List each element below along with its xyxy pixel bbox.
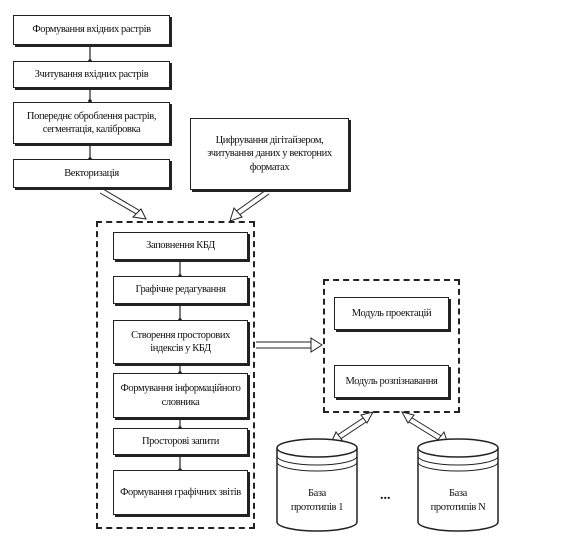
step-label: Попереднє оброблення растрів, сегментаці… (26, 110, 157, 135)
core-label: Графічне редагування (135, 284, 226, 296)
step-label: Цифрування дігітайзером, зчитування дани… (207, 135, 332, 173)
core-graphic-reports: Формування графічних звітів (113, 470, 248, 515)
core-group (96, 221, 255, 529)
arrow-core-to-modules (256, 337, 323, 353)
module-label: Модуль проектацій (351, 307, 432, 319)
core-label: Просторові запити (141, 435, 220, 447)
ellipsis: ... (380, 488, 391, 503)
core-label: Створення просторових індексів у КБД (131, 329, 230, 354)
database-1-cylinder (276, 438, 358, 532)
step-form-input-rasters: Формування вхідних растрів (13, 15, 170, 45)
database-1-label: База прототипів 1 (290, 488, 344, 513)
database-n-label: База прототипів N (430, 488, 486, 513)
module-projections: Модуль проектацій (334, 297, 449, 330)
core-info-dictionary: Формування інформаційного словника (113, 373, 248, 418)
step-read-input-rasters: Зчитування вхідних растрів (13, 61, 170, 88)
core-label: Формування графічних звітів (120, 486, 241, 498)
core-fill-kbd: Заповнення КБД (113, 232, 248, 260)
step-label: Формування вхідних растрів (32, 24, 151, 36)
arrow-digitizing-to-core (229, 189, 270, 222)
core-label: Формування інформаційного словника (120, 383, 241, 408)
core-spatial-queries: Просторові запити (113, 428, 248, 455)
core-graphic-editing: Графічне редагування (113, 276, 248, 304)
module-label: Модуль розпізнавання (345, 375, 438, 387)
core-spatial-indexes: Створення просторових індексів у КБД (113, 320, 248, 364)
step-digitizing: Цифрування дігітайзером, зчитування дани… (190, 118, 349, 190)
step-preprocessing: Попереднє оброблення растрів, сегментаці… (13, 102, 170, 144)
core-label: Заповнення КБД (146, 240, 215, 252)
database-n-cylinder (417, 438, 499, 532)
step-vectorization: Векторизація (13, 159, 170, 188)
module-recognition: Модуль розпізнавання (334, 365, 449, 398)
arrow-vectorization-to-core (99, 188, 147, 220)
step-label: Векторизація (64, 167, 119, 179)
modules-group (323, 279, 460, 413)
step-label: Зчитування вхідних растрів (34, 68, 149, 80)
arrow-modules-db1 (330, 411, 374, 444)
